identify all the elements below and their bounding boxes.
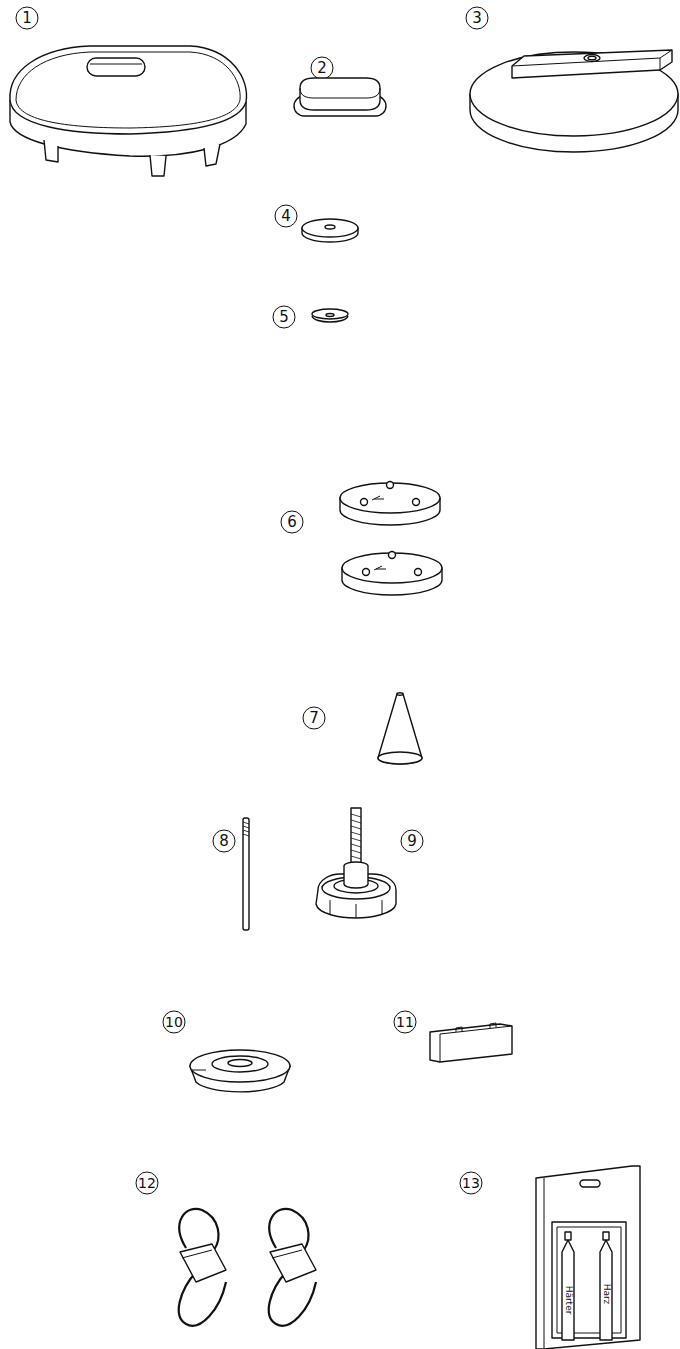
tube-label: Härter — [564, 1286, 573, 1315]
callout-number: 5 — [279, 310, 289, 325]
callout-number: 4 — [281, 209, 291, 224]
flat-plate — [430, 1023, 512, 1062]
callout-number: 13 — [462, 1176, 480, 1190]
tube-label: Harz — [602, 1284, 611, 1305]
callout-number: 10 — [165, 1015, 183, 1029]
rubber-loops — [179, 1209, 316, 1326]
tray — [10, 46, 247, 176]
callout-number: 12 — [138, 1176, 156, 1190]
blister-pack — [536, 1166, 640, 1349]
cap — [190, 1050, 290, 1092]
pad-plates — [340, 482, 442, 596]
callout-number: 9 — [407, 834, 417, 849]
small-washer — [312, 309, 348, 322]
washer — [302, 219, 358, 242]
knob-screw — [316, 808, 396, 918]
callout-number: 7 — [309, 711, 319, 726]
slot-insert — [294, 78, 386, 116]
callout-number: 6 — [287, 515, 297, 530]
callout-number: 11 — [396, 1015, 414, 1029]
callout-number: 3 — [472, 11, 482, 26]
threaded-rod — [243, 818, 249, 930]
callout-circles — [16, 7, 488, 1194]
callout-number: 2 — [317, 61, 327, 76]
loop-clips — [180, 1244, 316, 1282]
cone — [378, 693, 422, 764]
callout-number: 8 — [219, 834, 229, 849]
base-disc — [470, 50, 678, 152]
callout-number: 1 — [22, 11, 32, 26]
